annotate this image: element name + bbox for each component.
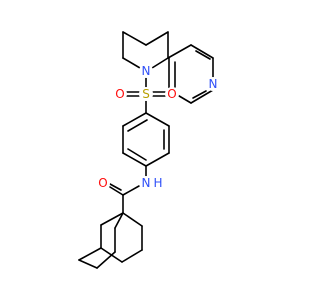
bond	[78, 259, 98, 269]
bond	[114, 212, 124, 229]
bond	[122, 112, 147, 127]
sulfonyl-group	[125, 76, 167, 114]
atom-label: O	[167, 87, 176, 101]
atom-label: N	[209, 77, 218, 91]
bond	[100, 212, 124, 226]
atom-n-piperidine: N	[139, 64, 153, 78]
molecule-structure: N N S O O N H O	[78, 31, 220, 269]
bond	[121, 249, 143, 263]
atom-label: S	[142, 87, 150, 101]
atom-label-h: H	[153, 176, 162, 190]
bond	[127, 148, 147, 161]
bond	[145, 31, 169, 46]
bond	[190, 89, 214, 104]
bond	[190, 44, 214, 59]
atom-o-sulfonyl-left: O	[113, 87, 127, 101]
atom-label: O	[98, 176, 107, 190]
bond	[195, 50, 211, 60]
atom-label: O	[115, 87, 124, 101]
bond	[151, 57, 169, 69]
bond	[145, 152, 170, 167]
bond	[192, 90, 207, 99]
atom-label: N	[142, 64, 151, 78]
bond	[122, 57, 141, 69]
bond	[127, 119, 148, 132]
bond	[96, 251, 116, 269]
bond	[167, 44, 192, 59]
atom-n-pyridine: N	[206, 77, 220, 91]
atom-n-amide: N H	[139, 176, 163, 190]
atom-o-carbonyl: O	[96, 176, 110, 190]
bond	[122, 152, 147, 167]
atom-label: N	[142, 176, 151, 190]
benzene-ring	[122, 112, 170, 167]
bond	[122, 31, 147, 46]
pyridine-ring	[167, 44, 214, 104]
piperidine-ring	[122, 31, 169, 69]
atom-s-sulfonyl: S	[139, 87, 153, 101]
bond	[109, 186, 124, 196]
bond	[109, 183, 122, 191]
bond	[145, 112, 170, 127]
bond	[122, 212, 143, 227]
bond	[122, 185, 140, 196]
atom-o-sulfonyl-right: O	[165, 87, 179, 101]
adamantane-cage	[78, 212, 143, 269]
atom-labels: N N S O O N H O	[96, 64, 220, 190]
bond	[78, 247, 102, 261]
